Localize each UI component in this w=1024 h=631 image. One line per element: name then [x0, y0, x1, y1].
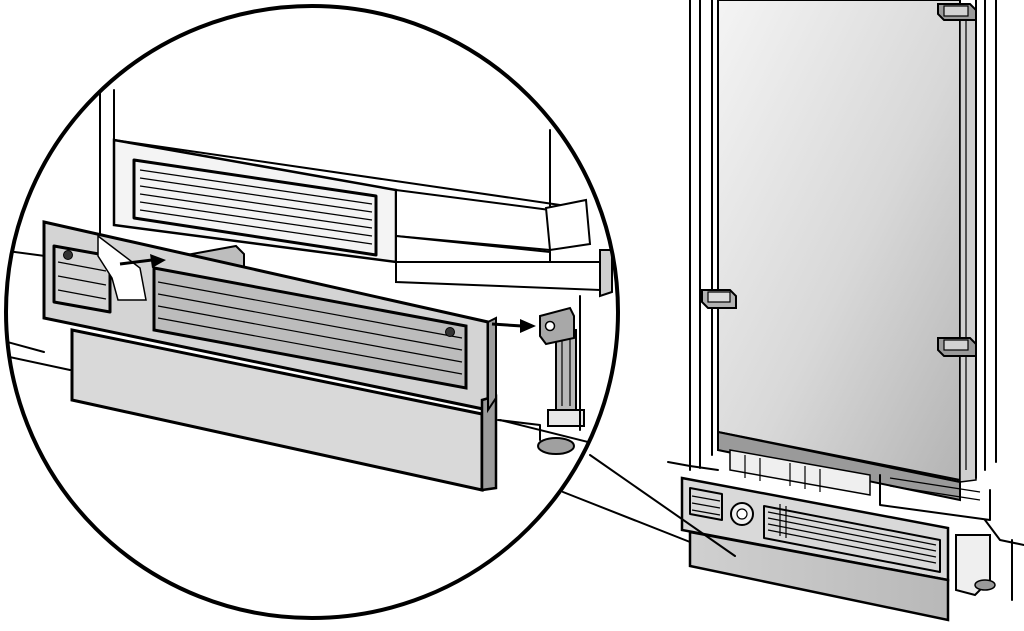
refrigerator-door	[717, 0, 961, 482]
built-in-refrigerator	[667, 0, 1024, 622]
arrow-icon-right	[491, 319, 536, 333]
top-hinge	[937, 3, 977, 21]
callout-lines	[562, 454, 736, 557]
cabinet-bottom	[99, 89, 613, 298]
ventilation-grille-plinth	[42, 220, 498, 492]
plinth-mounting-bracket	[539, 306, 575, 346]
bottom-hinge	[937, 337, 977, 357]
installed-plinth	[680, 476, 950, 622]
adjustable-foot	[497, 295, 585, 455]
door-clip	[701, 289, 737, 309]
arrow-icon	[119, 254, 166, 268]
magnified-detail-circle	[4, 4, 620, 620]
